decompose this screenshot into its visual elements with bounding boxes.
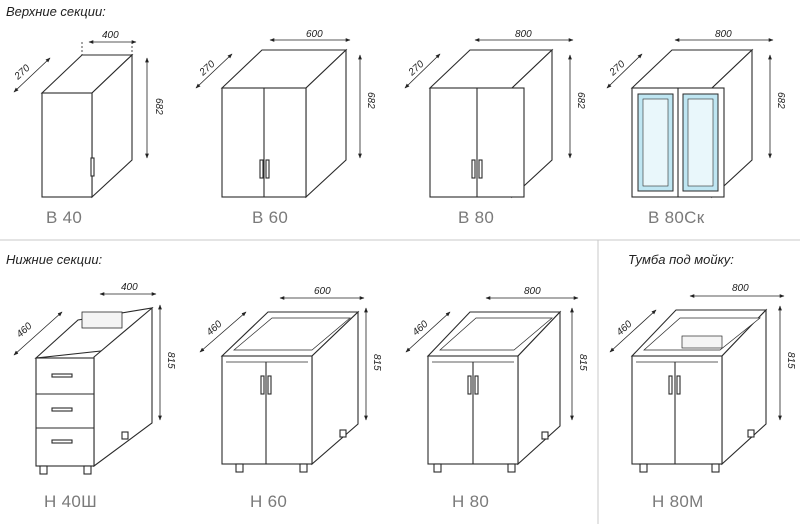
dim-b60-width: 600 bbox=[306, 29, 323, 40]
dim-n40sh-width: 400 bbox=[121, 282, 138, 293]
dimensions-n80 bbox=[405, 296, 579, 421]
dim-b80sk-width: 800 bbox=[715, 29, 732, 40]
label-n80: Н 80 bbox=[452, 492, 490, 511]
dim-n80-height: 815 bbox=[577, 354, 588, 371]
label-n60: Н 60 bbox=[250, 492, 288, 511]
dim-n60-height: 815 bbox=[371, 354, 382, 371]
section-title-sink: Тумба под мойку: bbox=[628, 252, 734, 267]
dim-n40sh-depth: 460 bbox=[15, 321, 35, 341]
dimensions-n80m bbox=[609, 294, 785, 421]
label-n80m: Н 80М bbox=[652, 492, 704, 511]
dim-b40-width: 400 bbox=[102, 30, 119, 41]
dimensions-n60 bbox=[199, 296, 368, 421]
dim-n40sh-height: 815 bbox=[165, 352, 176, 369]
dim-n80-depth: 460 bbox=[411, 319, 431, 339]
label-b80: В 80 bbox=[458, 208, 495, 227]
cabinet-n60 bbox=[220, 310, 360, 473]
dim-n60-depth: 460 bbox=[205, 319, 225, 339]
section-title-upper: Верхние секции: bbox=[6, 4, 106, 19]
dim-b60-height: 682 bbox=[365, 92, 376, 109]
dimensions-n40sh bbox=[13, 292, 162, 421]
dim-b80sk-height: 682 bbox=[775, 92, 786, 109]
dim-b80-height: 682 bbox=[575, 92, 586, 109]
dim-b80sk-depth: 270 bbox=[607, 59, 628, 79]
dim-n80m-depth: 460 bbox=[615, 319, 635, 339]
cabinet-n40sh bbox=[34, 306, 154, 475]
dimensions-b80sk bbox=[606, 38, 774, 159]
cabinet-n80 bbox=[426, 310, 562, 473]
cabinet-b60 bbox=[220, 48, 348, 199]
dim-n80m-height: 815 bbox=[785, 352, 796, 369]
label-n40sh: Н 40Ш bbox=[44, 492, 97, 511]
cabinet-n80m bbox=[630, 308, 768, 473]
dimensions-b40 bbox=[13, 40, 149, 159]
dim-n60-width: 600 bbox=[314, 286, 331, 297]
cabinet-b40 bbox=[40, 53, 134, 199]
glass-doors-b80sk bbox=[637, 93, 719, 192]
dimensions-b80 bbox=[404, 38, 574, 159]
label-b80sk: В 80Ск bbox=[648, 208, 705, 227]
cabinet-b80 bbox=[428, 48, 554, 199]
dimensions-b60 bbox=[195, 38, 362, 159]
dim-n80m-width: 800 bbox=[732, 283, 749, 294]
label-b60: В 60 bbox=[252, 208, 289, 227]
dim-b80-width: 800 bbox=[515, 29, 532, 40]
dim-n80-width: 800 bbox=[524, 286, 541, 297]
label-b40: В 40 bbox=[46, 208, 83, 227]
dim-b80-depth: 270 bbox=[406, 59, 427, 79]
dim-b60-depth: 270 bbox=[197, 59, 218, 79]
dim-b40-depth: 270 bbox=[12, 63, 33, 83]
section-title-lower: Нижние секции: bbox=[6, 252, 103, 267]
dim-b40-height: 682 bbox=[153, 98, 164, 115]
